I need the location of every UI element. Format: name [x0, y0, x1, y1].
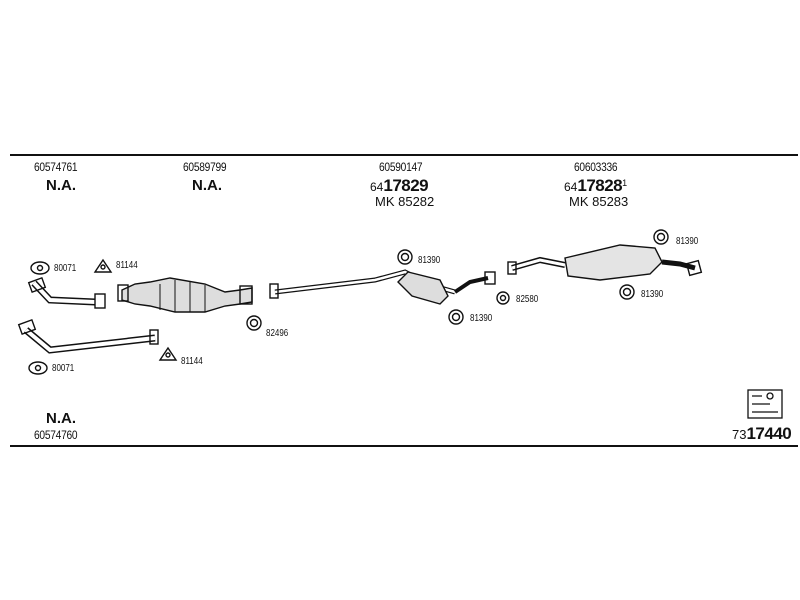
ref-number-4: 64178281 — [564, 176, 628, 195]
bottom-divider — [10, 445, 798, 447]
catalytic-converter — [117, 277, 253, 313]
ring-81390-c — [653, 229, 669, 245]
part-number-4: 60603336 — [574, 160, 618, 174]
clamp-82580 — [496, 291, 510, 305]
na-code-1: N.A. — [46, 177, 76, 194]
mk-number-4: MK 85283 — [569, 194, 629, 209]
front-pipe-upper — [27, 277, 106, 309]
gasket-81144-b — [158, 346, 178, 361]
middle-silencer — [397, 271, 496, 305]
label-81390-a: 81390 — [418, 255, 441, 266]
part-number-bottom: 60574760 — [34, 428, 78, 442]
part-number-2: 60589799 — [183, 160, 227, 174]
ref-number-3: 6417829 — [370, 176, 429, 195]
label-81144-b: 81144 — [181, 356, 203, 367]
ring-81390-d — [619, 284, 635, 300]
label-81390-b: 81390 — [470, 313, 493, 324]
label-80071-b: 80071 — [52, 363, 75, 374]
label-82580: 82580 — [516, 294, 539, 305]
label-82496: 82496 — [266, 328, 289, 339]
front-pipe-lower — [17, 319, 159, 354]
part-number-1: 60574761 — [34, 160, 78, 174]
document-stamp-icon — [747, 389, 783, 419]
part-number-3: 60590147 — [379, 160, 423, 174]
label-81390-d: 81390 — [641, 289, 664, 300]
document-number: 7317440 — [732, 424, 792, 443]
na-code-2: N.A. — [192, 177, 222, 194]
label-80071-a: 80071 — [54, 263, 77, 274]
gasket-80071-b — [28, 361, 48, 375]
ring-81390-a — [397, 249, 413, 265]
mk-number-3: MK 85282 — [375, 194, 435, 209]
top-divider — [10, 154, 798, 156]
na-code-bottom: N.A. — [46, 410, 76, 427]
label-81144-a: 81144 — [116, 260, 138, 271]
ring-81390-b — [448, 309, 464, 325]
gasket-80071-a — [30, 261, 50, 275]
gasket-81144-a — [93, 258, 113, 273]
label-81390-c: 81390 — [676, 236, 699, 247]
ring-82496 — [246, 315, 262, 331]
rear-silencer — [507, 244, 703, 281]
